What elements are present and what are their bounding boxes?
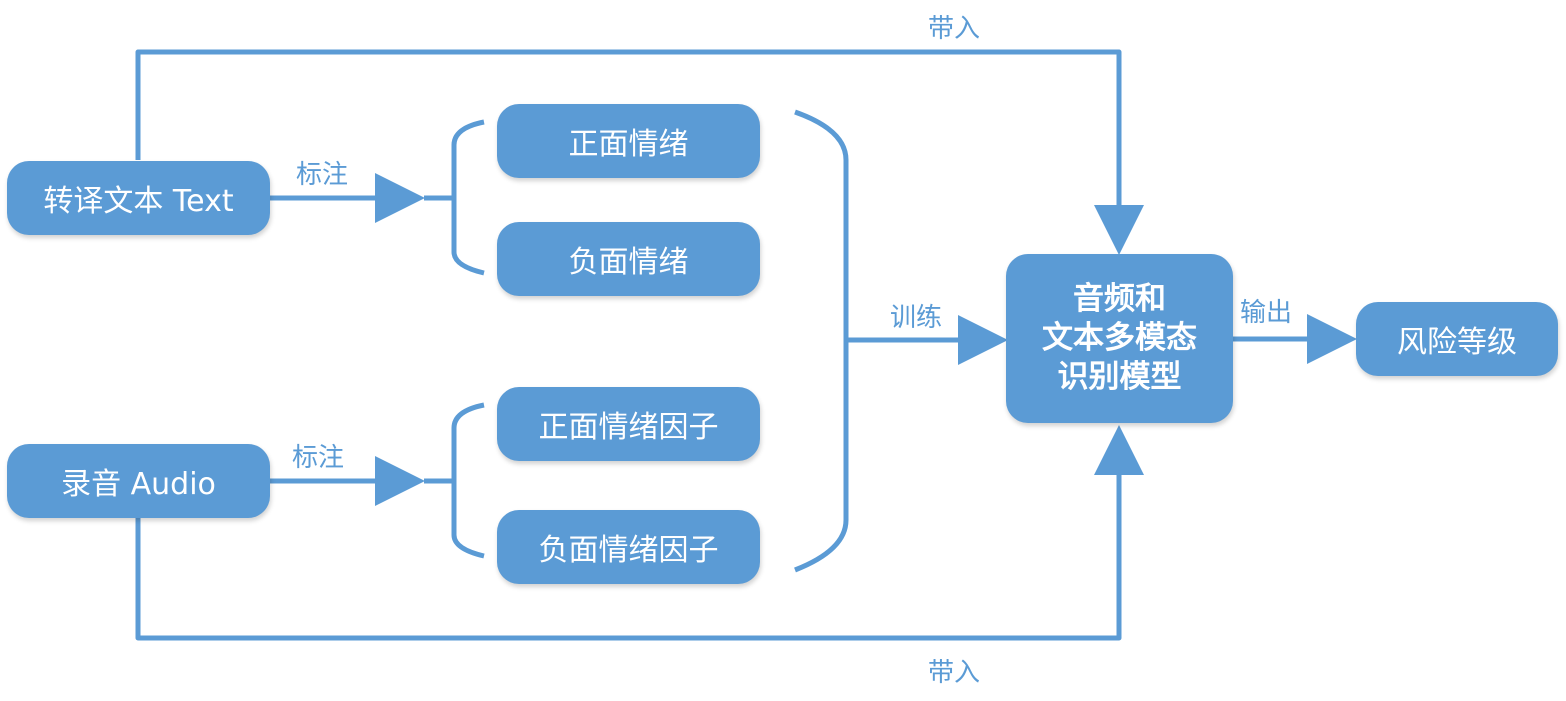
negative-emotion-node[interactable]: 负面情绪 bbox=[497, 222, 760, 296]
audio-annotate-label: 标注 bbox=[292, 443, 345, 473]
model-line-1: 音频和 bbox=[1073, 281, 1166, 317]
text-source-node[interactable]: 转译文本 Text bbox=[7, 161, 270, 235]
brace-factor bbox=[451, 402, 485, 559]
risk-level-node[interactable]: 风险等级 bbox=[1356, 302, 1558, 376]
model-line-2: 文本多模态 bbox=[1042, 320, 1197, 356]
positive-factor-node[interactable]: 正面情绪因子 bbox=[497, 387, 760, 461]
brace-emotion bbox=[451, 119, 485, 276]
brace-training bbox=[794, 109, 849, 573]
model-line-3: 识别模型 bbox=[1057, 359, 1182, 395]
positive-emotion-node[interactable]: 正面情绪 bbox=[497, 104, 760, 178]
audio-source-node[interactable]: 录音 Audio bbox=[7, 444, 270, 518]
bring-in-bottom-label: 带入 bbox=[928, 658, 981, 688]
bring-in-top-connector bbox=[135, 49, 1144, 255]
train-label: 训练 bbox=[890, 303, 943, 333]
bring-in-top-label: 带入 bbox=[928, 14, 981, 44]
text-annotate-label: 标注 bbox=[296, 160, 349, 190]
negative-factor-node[interactable]: 负面情绪因子 bbox=[497, 510, 760, 584]
output-label: 输出 bbox=[1240, 298, 1293, 328]
multimodal-model-node[interactable]: 音频和 文本多模态 识别模型 bbox=[1006, 254, 1233, 423]
bring-in-bottom-connector bbox=[135, 425, 1144, 641]
